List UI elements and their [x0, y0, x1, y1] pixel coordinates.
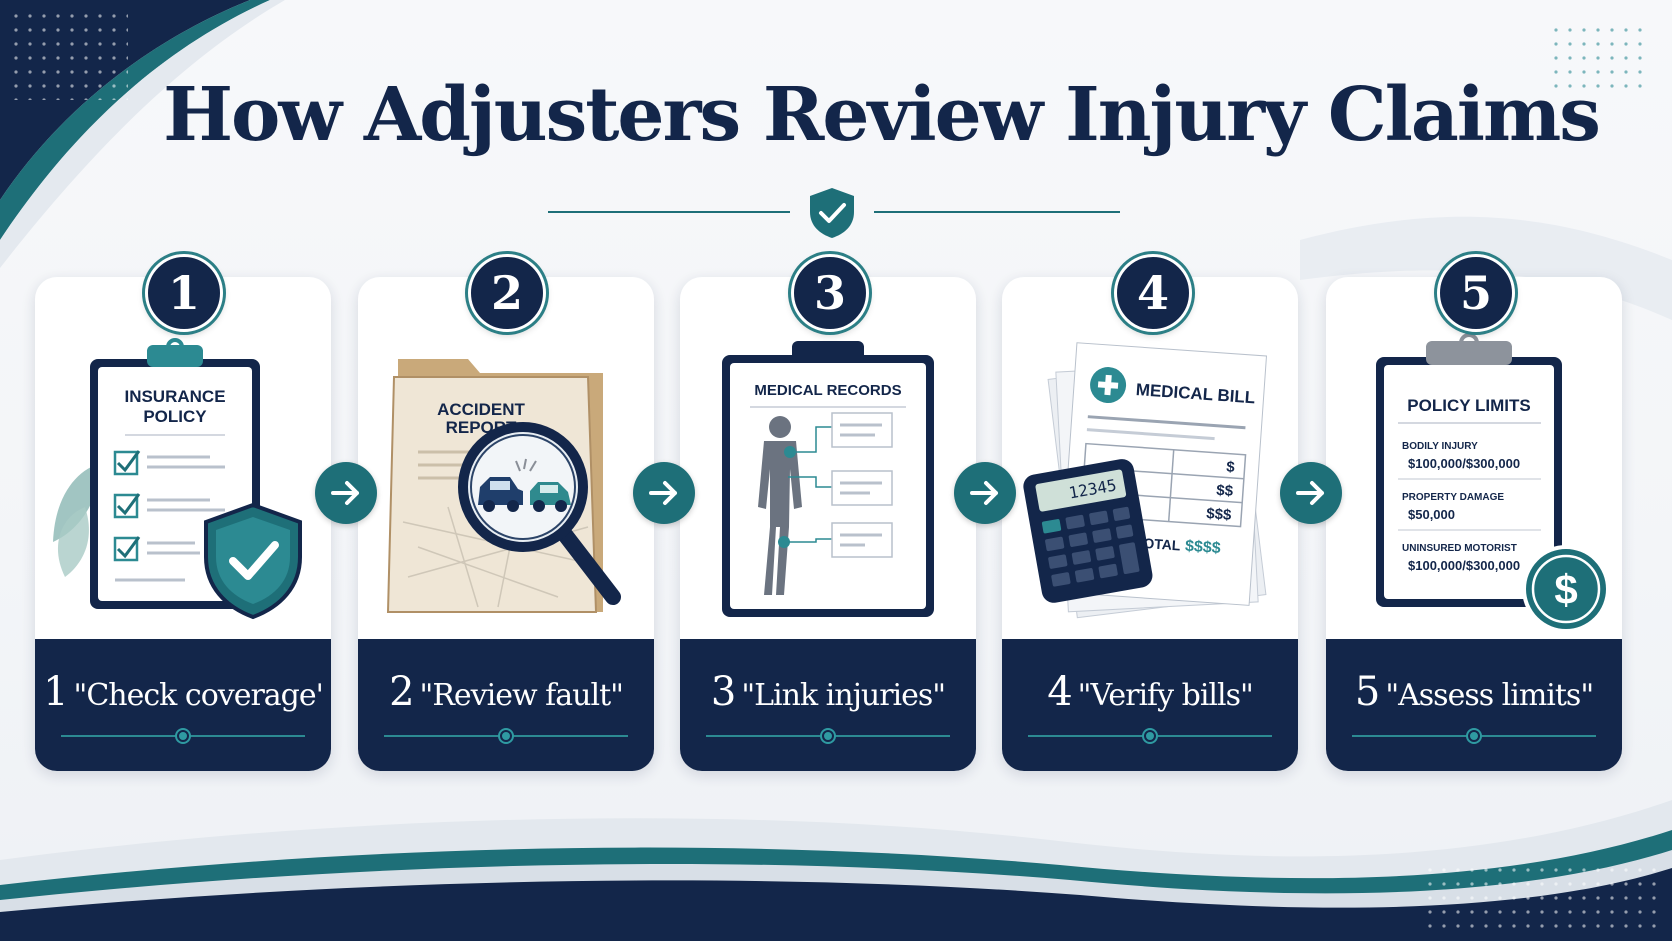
accident-report-illustration: ACCIDENT REPORT	[386, 359, 621, 613]
footer-dot	[1468, 730, 1480, 742]
limit-value-3: $100,000/$300,000	[1408, 558, 1520, 573]
step-card-4: MEDICAL BILL $ $$ $$$ TOTAL $$$$ 12345	[1002, 277, 1298, 771]
limit-value-1: $100,000/$300,000	[1408, 456, 1520, 471]
step-4-caption: 4"Verify bills"	[1047, 669, 1254, 715]
limit-value-2: $50,000	[1408, 507, 1455, 522]
dollar-coin-icon: $	[1522, 545, 1610, 633]
magnifier-icon	[458, 422, 621, 605]
arrow-right-icon	[633, 462, 695, 524]
checkbox-icon	[113, 450, 141, 562]
shield-check-icon	[204, 502, 302, 620]
medical-bill-illustration: MEDICAL BILL $ $$ $$$ TOTAL $$$$ 12345	[1023, 342, 1268, 619]
amount-3: $$$	[1206, 505, 1233, 524]
policy-limits-illustration: POLICY LIMITS BODILY INJURY $100,000/$30…	[1376, 333, 1610, 633]
footer-dot	[822, 730, 834, 742]
step-1-caption: 1"Check coverage'	[43, 669, 324, 715]
step-2-footer: 2"Review fault"	[358, 639, 654, 771]
arrow-right-icon	[954, 462, 1016, 524]
limit-label-1: BODILY INJURY	[1402, 441, 1478, 452]
step-3-caption: 3"Link injuries"	[710, 669, 946, 715]
step-3-number-badge: 3	[791, 254, 869, 332]
doc-title-line1: ACCIDENT	[437, 400, 525, 419]
step-4-footer: 4"Verify bills"	[1002, 639, 1298, 771]
step-1-footer: 1"Check coverage'	[35, 639, 331, 771]
step-4-number-badge: 4	[1114, 254, 1192, 332]
arrow-right-icon	[1280, 462, 1342, 524]
step-5-caption: 5"Assess limits"	[1354, 669, 1594, 715]
doc-title-line1: MEDICAL RECORDS	[754, 382, 901, 399]
step-2-caption: 2"Review fault"	[389, 669, 624, 715]
amount-2: $$	[1216, 482, 1234, 500]
limit-label-2: PROPERTY DAMAGE	[1402, 492, 1504, 503]
step-5-number-badge: 5	[1437, 254, 1515, 332]
human-figure-icon	[758, 416, 802, 595]
calculator-icon: 12345	[1023, 459, 1153, 603]
step-card-3: MEDICAL RECORDS 3"Link injuries"	[680, 277, 976, 771]
svg-text:$: $	[1554, 566, 1577, 613]
medical-records-illustration: MEDICAL RECORDS	[722, 341, 934, 617]
step-card-5: POLICY LIMITS BODILY INJURY $100,000/$30…	[1326, 277, 1622, 771]
step-2-number-badge: 2	[468, 254, 546, 332]
insurance-policy-illustration: INSURANCE POLICY	[53, 338, 302, 620]
footer-dot	[1144, 730, 1156, 742]
car-icon	[478, 458, 571, 512]
footer-dot	[177, 730, 189, 742]
shield-check-icon	[810, 188, 854, 238]
step-card-1: INSURANCE POLICY 1"Check coverage'	[35, 277, 331, 771]
doc-title-line1: INSURANCE	[124, 387, 225, 406]
amount-1: $	[1226, 458, 1236, 476]
total-value: $$$$	[1184, 538, 1221, 557]
step-card-2: ACCIDENT REPORT	[358, 277, 654, 771]
doc-title-line1: POLICY LIMITS	[1407, 396, 1530, 415]
title-divider	[548, 188, 1120, 238]
step-1-number-badge: 1	[145, 254, 223, 332]
step-5-footer: 5"Assess limits"	[1326, 639, 1622, 771]
page-title: How Adjusters Review Injury Claims	[163, 72, 1601, 158]
footer-dot	[500, 730, 512, 742]
arrow-right-icon	[315, 462, 377, 524]
step-3-footer: 3"Link injuries"	[680, 639, 976, 771]
limit-label-3: UNINSURED MOTORIST	[1402, 543, 1517, 554]
doc-title-line2: POLICY	[143, 407, 207, 426]
